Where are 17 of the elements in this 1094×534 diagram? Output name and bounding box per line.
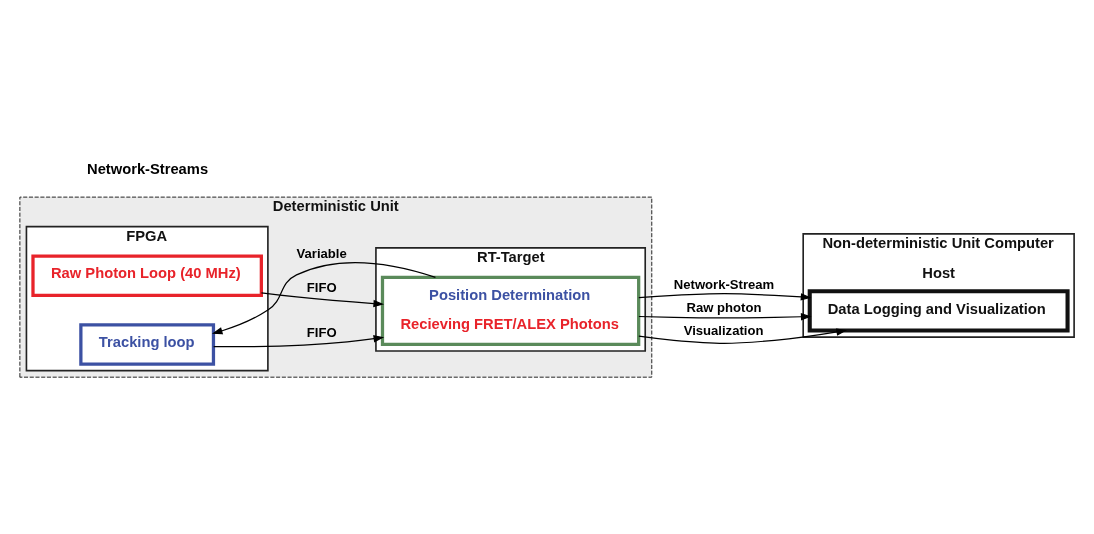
label: Network-Streams bbox=[87, 160, 209, 177]
node-box: Tracking loop bbox=[79, 322, 216, 366]
node-box: Data Logging and Visualization bbox=[807, 288, 1070, 333]
arrow bbox=[213, 334, 385, 347]
edge-label: Visualization bbox=[683, 322, 764, 338]
node-box: Position Determination Recieving FRET/ALEX Photons bbox=[380, 275, 641, 346]
edge-label: Raw photon bbox=[686, 299, 762, 315]
edge-label: FIFO bbox=[306, 324, 337, 340]
edge-label: FIFO bbox=[306, 279, 337, 295]
arrow bbox=[638, 292, 812, 301]
arrow bbox=[638, 327, 847, 344]
node-box: Raw Photon Loop (40 MHz) bbox=[31, 253, 263, 297]
arrow bbox=[211, 261, 437, 334]
edge-label: Variable bbox=[296, 245, 347, 261]
edge-label: Network-Stream bbox=[673, 276, 775, 292]
arrow bbox=[638, 312, 812, 320]
arrow bbox=[260, 291, 385, 307]
